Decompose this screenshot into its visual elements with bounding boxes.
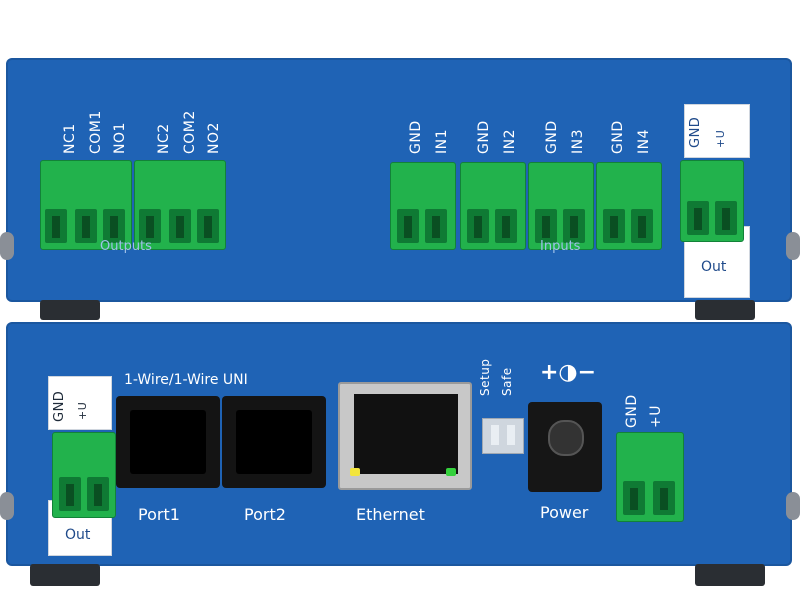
wire-group-label: 1-Wire/1-Wire UNI [124,372,248,388]
ethernet-label: Ethernet [356,505,425,524]
label-in3: IN3 [570,128,586,154]
label-in4: IN4 [636,128,652,154]
label-gnd-2: GND [476,120,492,154]
bottom-foot-left [30,564,100,586]
dip-switch[interactable] [482,418,524,454]
label-gnd-3: GND [544,120,560,154]
bottom-screw-right [786,492,800,520]
ethernet-led-yellow [350,468,360,476]
bottom-power-terminal[interactable] [52,432,116,518]
top-foot-right [695,300,755,320]
power-jack[interactable] [528,402,602,492]
input-terminal-block-2[interactable] [460,162,526,250]
label-com1: COM1 [88,110,104,154]
bottom-power-label-box: GND +U [48,376,112,430]
top-power-label-box: GND +U [684,104,750,158]
input-terminal-block-3[interactable] [528,162,594,250]
ethernet-led-green [446,468,456,476]
label-nc2: NC2 [156,123,172,154]
power-label: Power [540,503,589,522]
top-power-gnd-label: GND [688,116,703,148]
port1-label: Port1 [138,505,180,524]
bottom-power-out-label: Out [65,527,91,543]
output-terminal-block-2[interactable] [134,160,226,250]
port2-rj11[interactable] [222,396,326,488]
label-in1: IN1 [434,128,450,154]
label-gnd-4: GND [610,120,626,154]
safe-label: Safe [500,367,514,396]
input-terminal-block-4[interactable] [596,162,662,250]
label-nc1: NC1 [62,123,78,154]
label-in2: IN2 [502,128,518,154]
bottom-power-plus-label: +U [76,401,89,420]
top-screw-right [786,232,800,260]
outputs-group-label: Outputs [100,239,152,254]
ethernet-port[interactable] [338,382,472,490]
bottom-power-gnd-label: GND [52,390,67,422]
port1-rj11[interactable] [116,396,220,488]
setup-label: Setup [478,358,492,396]
bottom-screw-left [0,492,14,520]
top-power-terminal[interactable] [680,160,744,242]
power-in-plus-label: +U [648,405,664,428]
top-power-plus-label: +U [714,129,727,148]
label-com2: COM2 [182,110,198,154]
top-screw-left [0,232,14,260]
top-foot-left [40,300,100,320]
label-no1: NO1 [112,122,128,154]
bottom-foot-right [695,564,765,586]
polarity-icon: +◑− [540,360,597,385]
top-power-out-label: Out [701,259,727,275]
output-terminal-block-1[interactable] [40,160,132,250]
input-terminal-block-1[interactable] [390,162,456,250]
power-in-gnd-label: GND [624,394,640,428]
label-no2: NO2 [206,122,222,154]
power-in-terminal[interactable] [616,432,684,522]
port2-label: Port2 [244,505,286,524]
inputs-group-label: Inputs [540,239,581,254]
label-gnd-1: GND [408,120,424,154]
